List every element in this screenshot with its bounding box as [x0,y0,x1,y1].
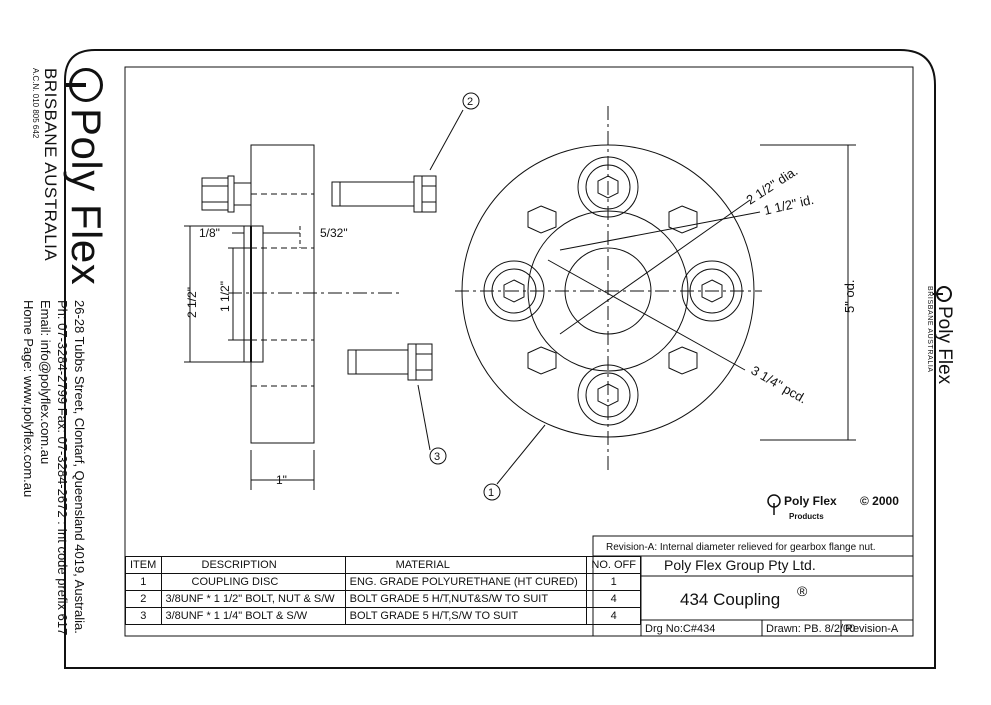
revision-note: Revision-A: Internal diameter relieved f… [606,542,876,553]
table-row: 1 COUPLING DISC ENG. GRADE POLYURETHANE … [125,573,641,591]
right-brand-name: Poly Flex [934,306,955,385]
balloon-1: 1 [488,487,494,499]
dim-pcd: 3 1/4" pcd. [749,363,810,407]
bom-cell: 2 [125,590,162,608]
dim-id: 1 1/2" id. [762,192,815,218]
balloon-3: 3 [434,451,440,463]
brand-name: Poly Flex [63,108,110,286]
inner-border [124,66,914,637]
bom-header-description: DESCRIPTION [160,556,346,574]
dim-one-half-side: 1 1/2" [218,281,232,312]
bom-header-material: MATERIAL [344,556,588,574]
bom-cell: 3 [125,607,162,625]
bom-header-no-off: NO. OFF [586,556,641,574]
bom-cell: BOLT GRADE 5 H/T,NUT&S/W TO SUIT [344,590,588,608]
copyright: © 2000 [860,494,899,508]
bom-header-item: ITEM [125,556,162,574]
drawn-by: Drawn: PB. 8/2/00 [766,623,855,635]
bom-cell: 3/8UNF * 1 1/4" BOLT & S/W [160,607,346,625]
contact-homepage[interactable]: Home Page: www.polyflex.com.au [21,300,36,498]
brand-acn: A.C.N. 010 805 642 [31,68,40,139]
table-row: 3 3/8UNF * 1 1/4" BOLT & S/W BOLT GRADE … [125,607,641,625]
bom-header-row: ITEM DESCRIPTION MATERIAL NO. OFF [125,556,641,574]
contact-block: 26-28 Tubbs Street, Clontarf, Queensland… [20,300,88,635]
bom-cell: ENG. GRADE POLYURETHANE (HT CURED) [344,573,588,591]
front-view [455,106,856,485]
right-brand-location: BRISBANE AUSTRALIA [926,286,933,373]
right-brand: Poly Flex [933,286,955,384]
bom-cell: 1 [586,573,641,591]
dim-five32: 5/32" [320,226,348,240]
right-logo: Poly Flex BRISBANE AUSTRALIA [926,286,955,384]
drg-no: Drg No:C#434 [645,623,715,635]
sidebar-branding: Poly Flex BRISBANE AUSTRALIA A.C.N. 010 … [31,68,110,285]
registered-mark: ® [797,583,808,599]
bom-cell: 1 [125,573,162,591]
polyflex-logo-icon [69,68,103,102]
brand-logo: Poly Flex [62,68,110,285]
contact-email[interactable]: Email: info@polyflex.com.au [38,300,53,465]
dim-eighth: 1/8" [199,226,220,240]
bom-cell: COUPLING DISC [160,573,346,591]
dim-one-inch: 1" [276,473,287,487]
coupling-disc-side [250,144,315,444]
company-mark-sub: Products [789,512,824,521]
bom-cell: BOLT GRADE 5 H/T,S/W TO SUIT [344,607,588,625]
bom-table: ITEM DESCRIPTION MATERIAL NO. OFF 1 COUP… [125,556,641,625]
balloon-2: 2 [467,96,473,108]
drawing-title: 434 Coupling [680,590,780,609]
bom-cell: 4 [586,607,641,625]
polyflex-logo-small-icon [936,286,952,302]
company-name: Poly Flex Group Pty Ltd. [664,557,816,573]
contact-address: 26-28 Tubbs Street, Clontarf, Queensland… [72,300,87,634]
brand-location: BRISBANE AUSTRALIA [41,68,60,262]
dim-two-half-side: 2 1/2" [185,287,199,318]
table-row: 2 3/8UNF * 1 1/2" BOLT, NUT & S/W BOLT G… [125,590,641,608]
side-view [184,109,464,490]
company-mark: Poly Flex [784,494,837,508]
bom-cell: 3/8UNF * 1 1/2" BOLT, NUT & S/W [160,590,346,608]
outer-frame [64,49,936,669]
dim-od: 5" od. [842,279,857,313]
revision-label: Revision-A [845,623,899,635]
bom-cell: 4 [586,590,641,608]
contact-phone-fax: Ph: 07-3284-2799 Fax: 07-3284-2672 : Int… [55,300,70,636]
